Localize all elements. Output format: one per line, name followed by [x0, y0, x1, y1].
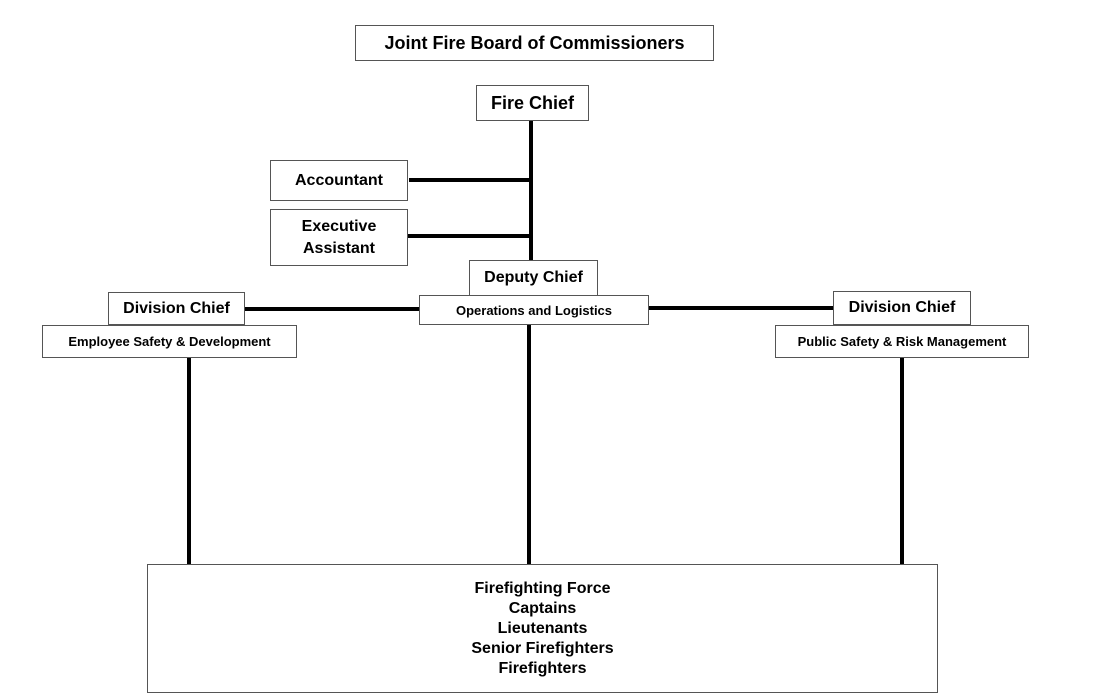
division-chief-left-title-box: Division Chief [108, 292, 245, 325]
division-chief-right-unit: Public Safety & Risk Management [797, 334, 1007, 349]
connector-right-to-force [900, 357, 904, 566]
connector-executive-assistant [408, 234, 531, 238]
board-box: Joint Fire Board of Commissioners [355, 25, 714, 61]
fire-chief-box: Fire Chief [476, 85, 589, 121]
connector-chief-to-deputy [529, 121, 533, 261]
connector-accountant [409, 178, 531, 182]
division-chief-left-unit: Employee Safety & Development [68, 334, 271, 349]
connector-left-to-force [187, 357, 191, 566]
executive-assistant-line-1: Executive [301, 217, 377, 235]
connector-deputy-to-force [527, 325, 531, 566]
lieutenants-label: Lieutenants [497, 619, 588, 637]
firefighters-label: Firefighters [498, 659, 587, 677]
executive-assistant-line-2: Assistant [302, 239, 376, 257]
division-chief-left-title: Division Chief [123, 299, 230, 317]
deputy-chief-title: Deputy Chief [484, 269, 583, 286]
deputy-chief-unit: Operations and Logistics [455, 302, 613, 318]
connector-right-division [648, 306, 834, 310]
division-chief-left-unit-box: Employee Safety & Development [42, 325, 297, 358]
deputy-chief-title-box: Deputy Chief [469, 260, 598, 296]
firefighting-force-box: Firefighting Force Captains Lieutenants … [147, 564, 938, 693]
captains-label: Captains [508, 599, 577, 617]
division-chief-right-title-box: Division Chief [833, 291, 971, 325]
division-chief-right-title: Division Chief [848, 299, 956, 316]
connector-left-division [244, 307, 420, 311]
accountant-label: Accountant [295, 171, 383, 189]
division-chief-right-unit-box: Public Safety & Risk Management [775, 325, 1029, 358]
fire-chief-label: Fire Chief [490, 92, 574, 113]
board-label: Joint Fire Board of Commissioners [384, 32, 685, 53]
executive-assistant-box: Executive Assistant [270, 209, 408, 266]
senior-firefighters-label: Senior Firefighters [471, 639, 614, 657]
deputy-chief-unit-box: Operations and Logistics [419, 295, 649, 325]
firefighting-force-title: Firefighting Force [474, 579, 611, 597]
accountant-box: Accountant [270, 160, 408, 201]
